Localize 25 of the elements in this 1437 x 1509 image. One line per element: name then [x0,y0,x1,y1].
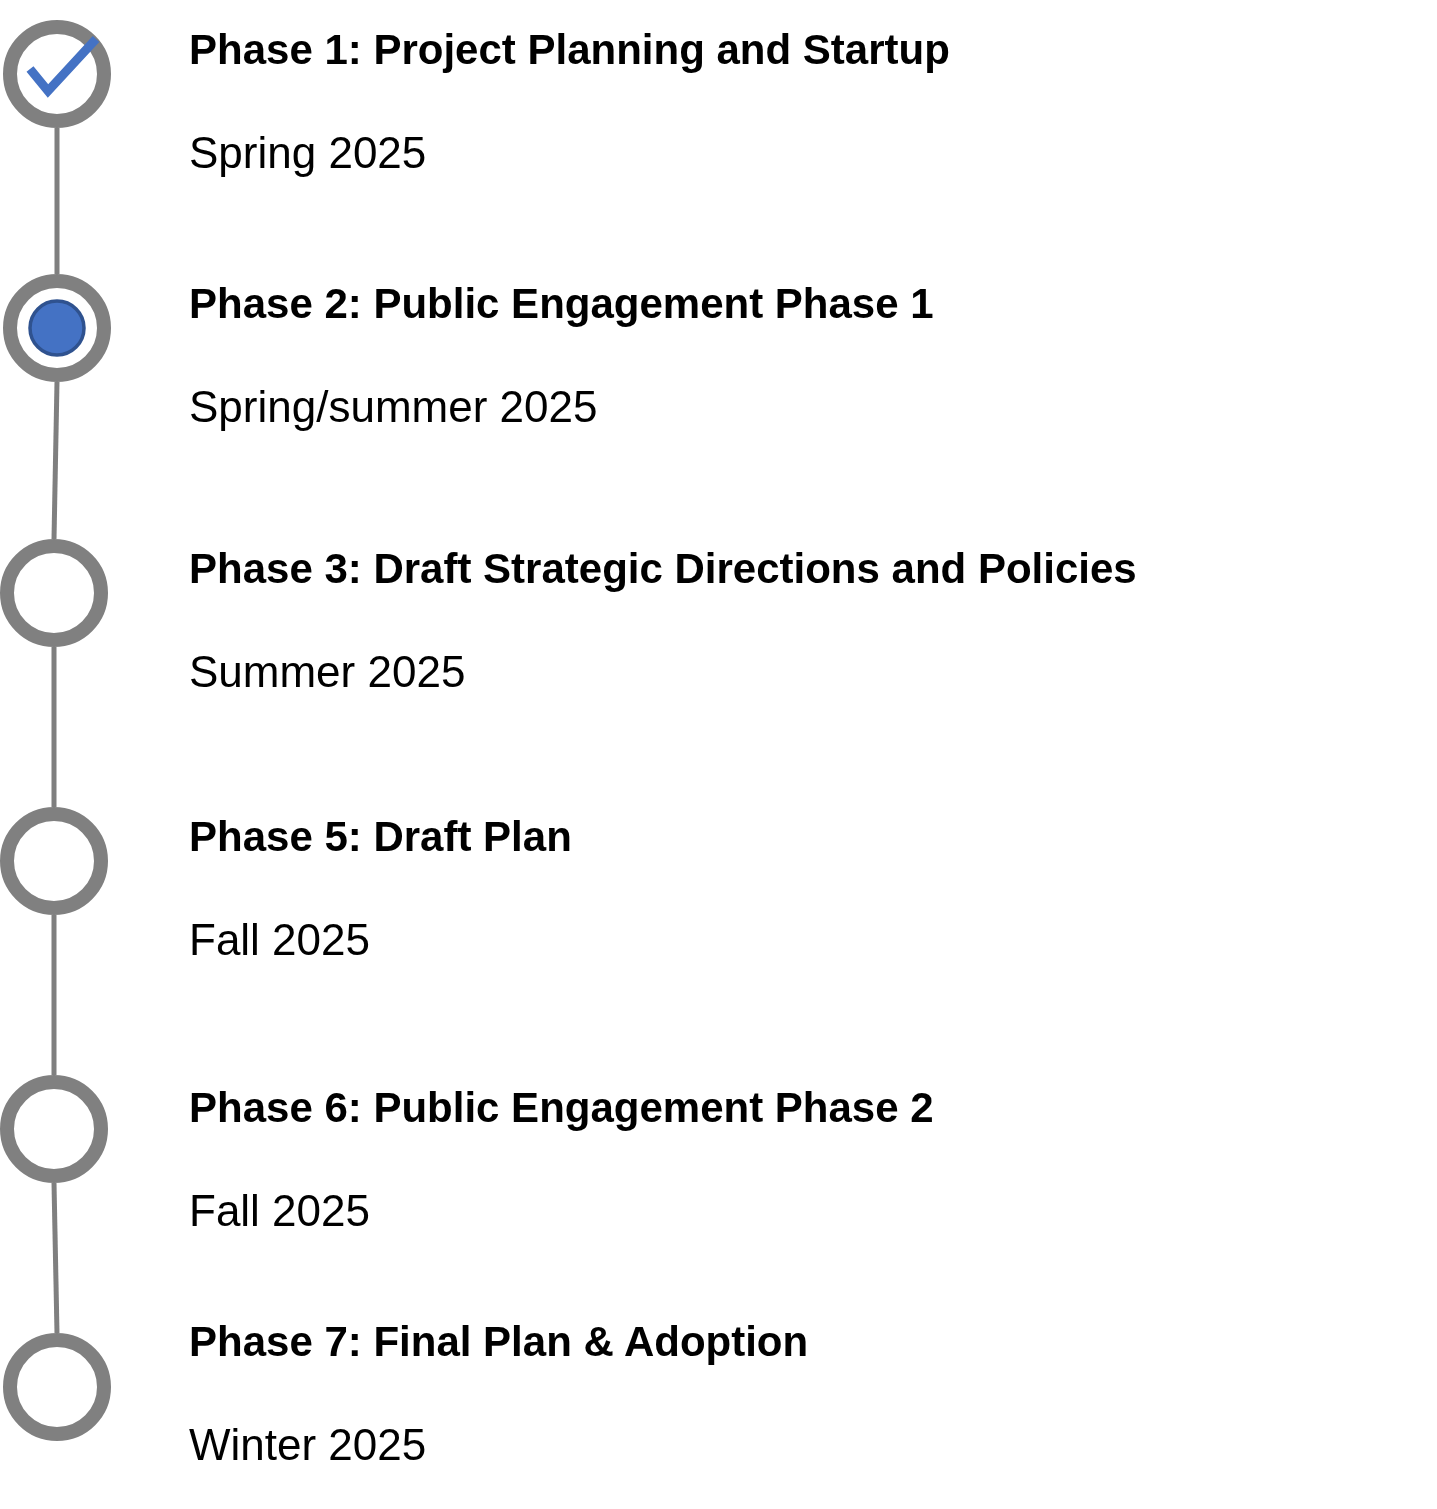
phase-title: Phase 3: Draft Strategic Directions and Policies [189,544,1137,594]
connector-line [51,647,57,807]
check-icon [25,34,101,96]
timeline-circle [0,539,108,647]
phase-date: Summer 2025 [189,647,466,697]
phase-date: Fall 2025 [189,915,370,965]
timeline-circle [3,20,111,128]
timeline-circle [3,1333,111,1441]
phase-title: Phase 5: Draft Plan [189,812,572,862]
phase-title: Phase 6: Public Engagement Phase 2 [189,1083,934,1133]
phase-date: Winter 2025 [189,1420,427,1470]
timeline-circle [0,807,108,915]
phase-date: Spring/summer 2025 [189,382,598,432]
phase-title: Phase 1: Project Planning and Startup [189,25,950,75]
phase-date: Spring 2025 [189,128,427,178]
phase-date: Fall 2025 [189,1186,370,1236]
connector-line [54,128,60,274]
connector-line [51,915,57,1075]
timeline-circle [3,274,111,382]
connector-line [51,381,60,540]
phase-title: Phase 2: Public Engagement Phase 1 [189,279,934,329]
dot-icon [28,299,86,357]
connector-line [51,1182,60,1334]
timeline-circle [0,1075,108,1183]
phase-title: Phase 7: Final Plan & Adoption [189,1317,809,1367]
